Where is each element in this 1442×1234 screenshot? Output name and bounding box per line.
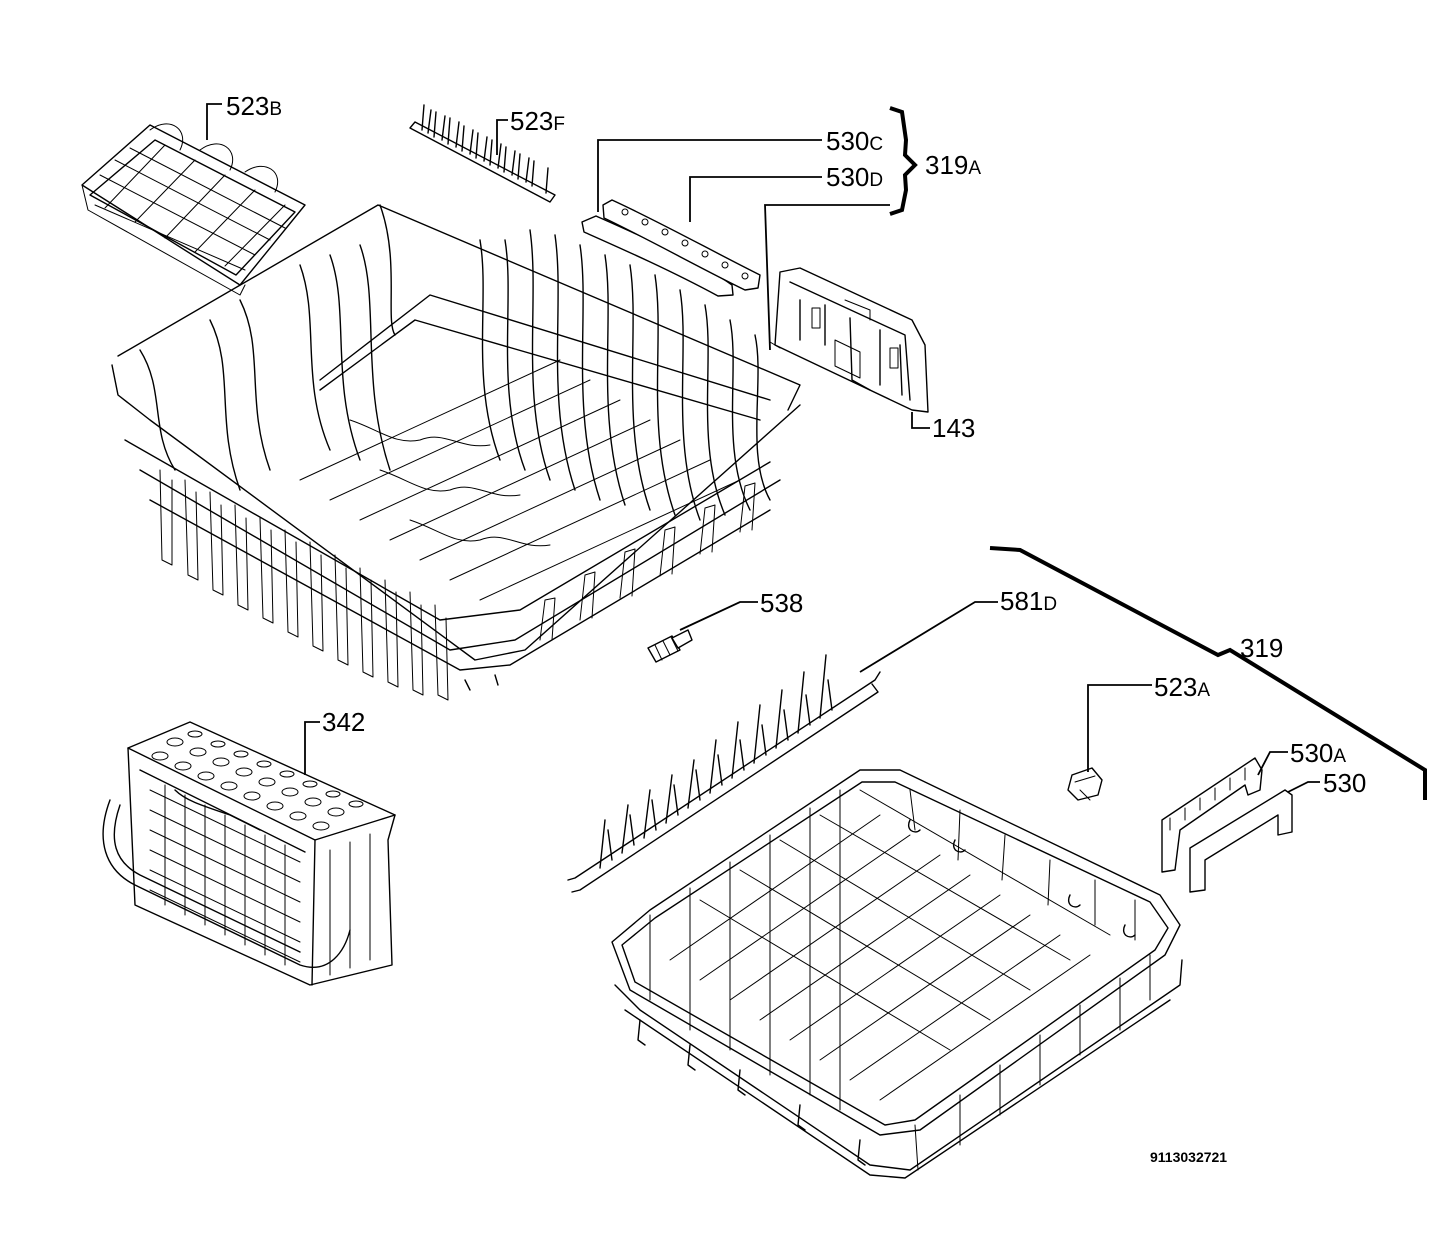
part-530a-clip[interactable] (1161, 757, 1263, 873)
part-342-cutlery-basket[interactable] (102, 721, 396, 986)
bracket-line-319 (989, 546, 1427, 800)
label-523a[interactable]: 523A (1154, 672, 1210, 702)
label-530a[interactable]: 530A (1290, 738, 1346, 768)
brace-319a (889, 106, 918, 216)
part-523b-cup-rack[interactable] (81, 123, 306, 296)
lower-basket[interactable] (611, 769, 1183, 1179)
label-319a[interactable]: 319A (925, 150, 981, 180)
label-530c[interactable]: 530C (826, 126, 883, 156)
document-number: 9113032721 (1150, 1149, 1227, 1165)
part-523a-knob[interactable] (1067, 767, 1103, 801)
label-319[interactable]: 319 (1240, 633, 1283, 663)
part-581d-tine-strip[interactable] (567, 654, 881, 893)
label-523b[interactable]: 523B (226, 91, 282, 121)
label-581d[interactable]: 581D (1000, 586, 1057, 616)
label-342[interactable]: 342 (322, 707, 365, 737)
label-523f[interactable]: 523F (510, 106, 565, 136)
part-538-connector[interactable] (647, 629, 693, 663)
label-530[interactable]: 530 (1323, 768, 1366, 798)
label-143[interactable]: 143 (932, 413, 975, 443)
upper-basket[interactable] (111, 204, 801, 701)
part-143-bracket[interactable] (769, 267, 929, 413)
part-530d-rail[interactable] (602, 199, 761, 291)
label-538[interactable]: 538 (760, 588, 803, 618)
part-523f-comb-strip[interactable] (409, 104, 556, 203)
part-labels: 523B 523F 530C 530D 319A 143 538 581D 31… (226, 91, 1366, 1165)
leader-lines (206, 103, 1320, 793)
label-530d[interactable]: 530D (826, 162, 883, 192)
